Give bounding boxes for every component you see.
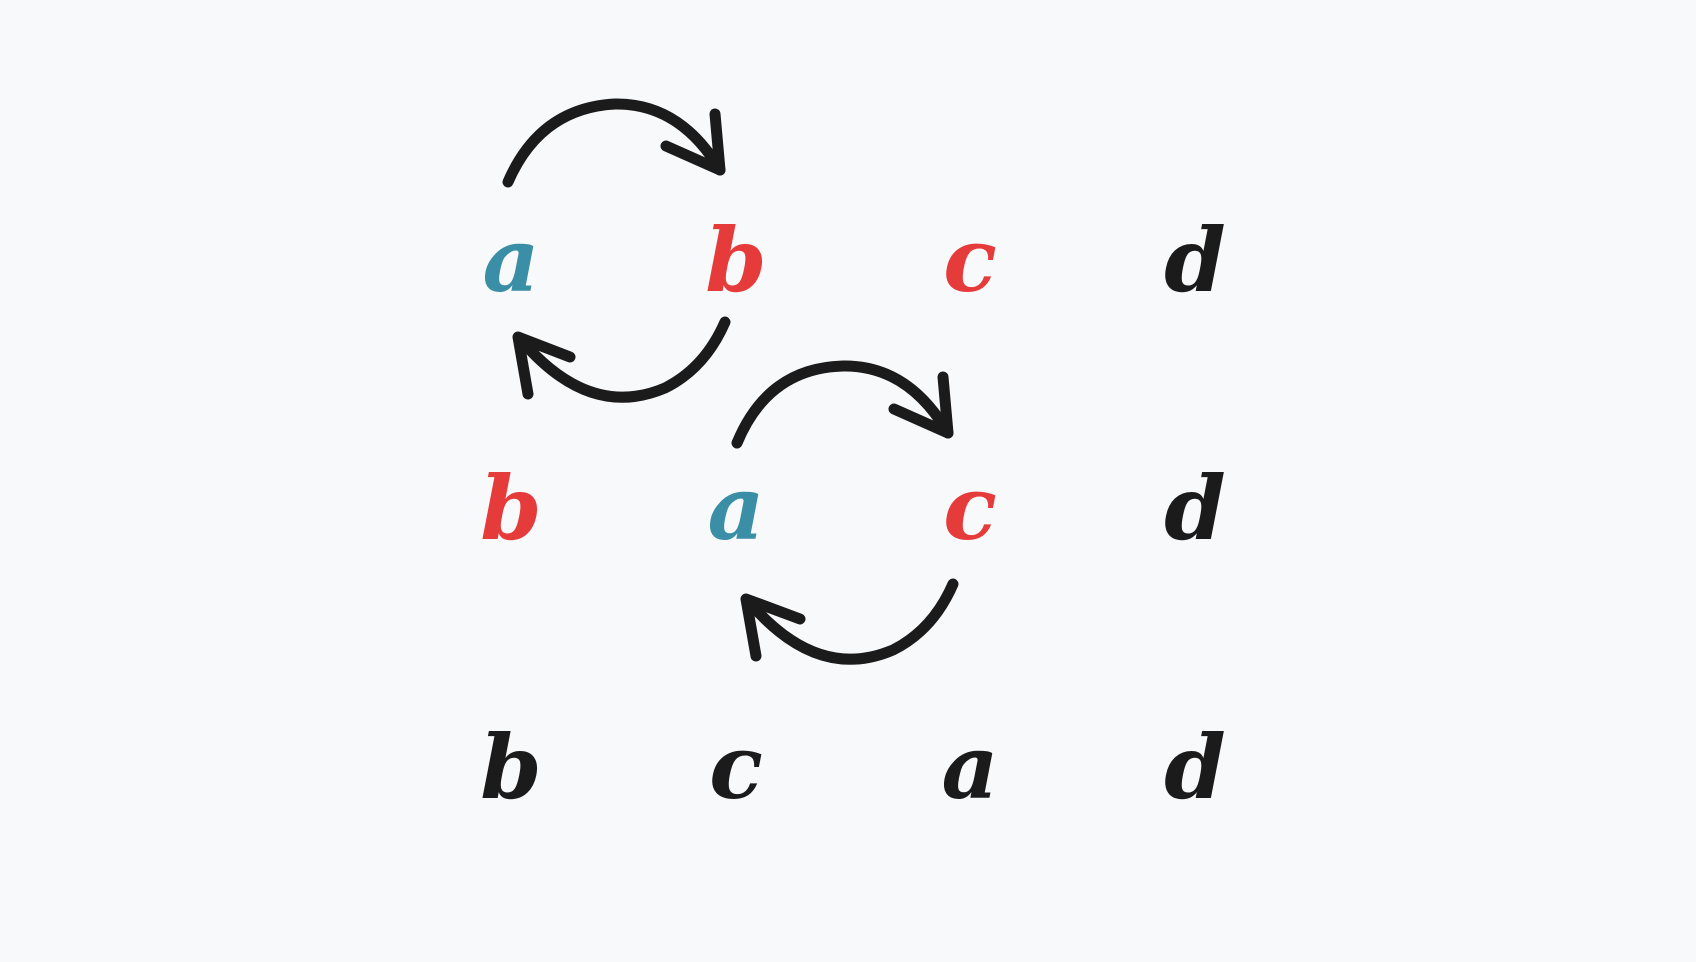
row-2-letter-1: b xyxy=(480,456,542,560)
row-1-letter-1: a xyxy=(482,208,540,312)
row-3-letter-4: d xyxy=(1164,715,1226,819)
swap-1-forward-head xyxy=(660,108,726,176)
swap-1-backward-head xyxy=(512,331,576,400)
swap-1-forward-arrow xyxy=(502,98,726,188)
swap-2-forward-head xyxy=(888,371,954,439)
row-3-letter-1: b xyxy=(480,715,542,819)
row-3-letter-2: c xyxy=(709,715,763,819)
row-2-letter-3: c xyxy=(943,456,997,560)
swap-1-backward-arrow xyxy=(512,316,731,403)
row-2-letter-4: d xyxy=(1164,456,1226,560)
row-1-letter-2: b xyxy=(705,208,767,312)
row-3-letter-3: a xyxy=(941,715,999,819)
swap-2-forward-arc xyxy=(731,360,954,449)
swap-2-forward-arrow xyxy=(731,360,954,449)
row-2-letter-2: a xyxy=(707,456,765,560)
row-1-letter-3: c xyxy=(943,208,997,312)
swap-2-backward-head xyxy=(740,593,806,662)
swap-2-backward-arrow xyxy=(740,578,959,665)
swap-1-backward-arc xyxy=(516,316,731,403)
swap-1-forward-arc xyxy=(502,98,726,188)
row-1-letter-4: d xyxy=(1164,208,1226,312)
swap-2-backward-arc xyxy=(744,578,959,665)
